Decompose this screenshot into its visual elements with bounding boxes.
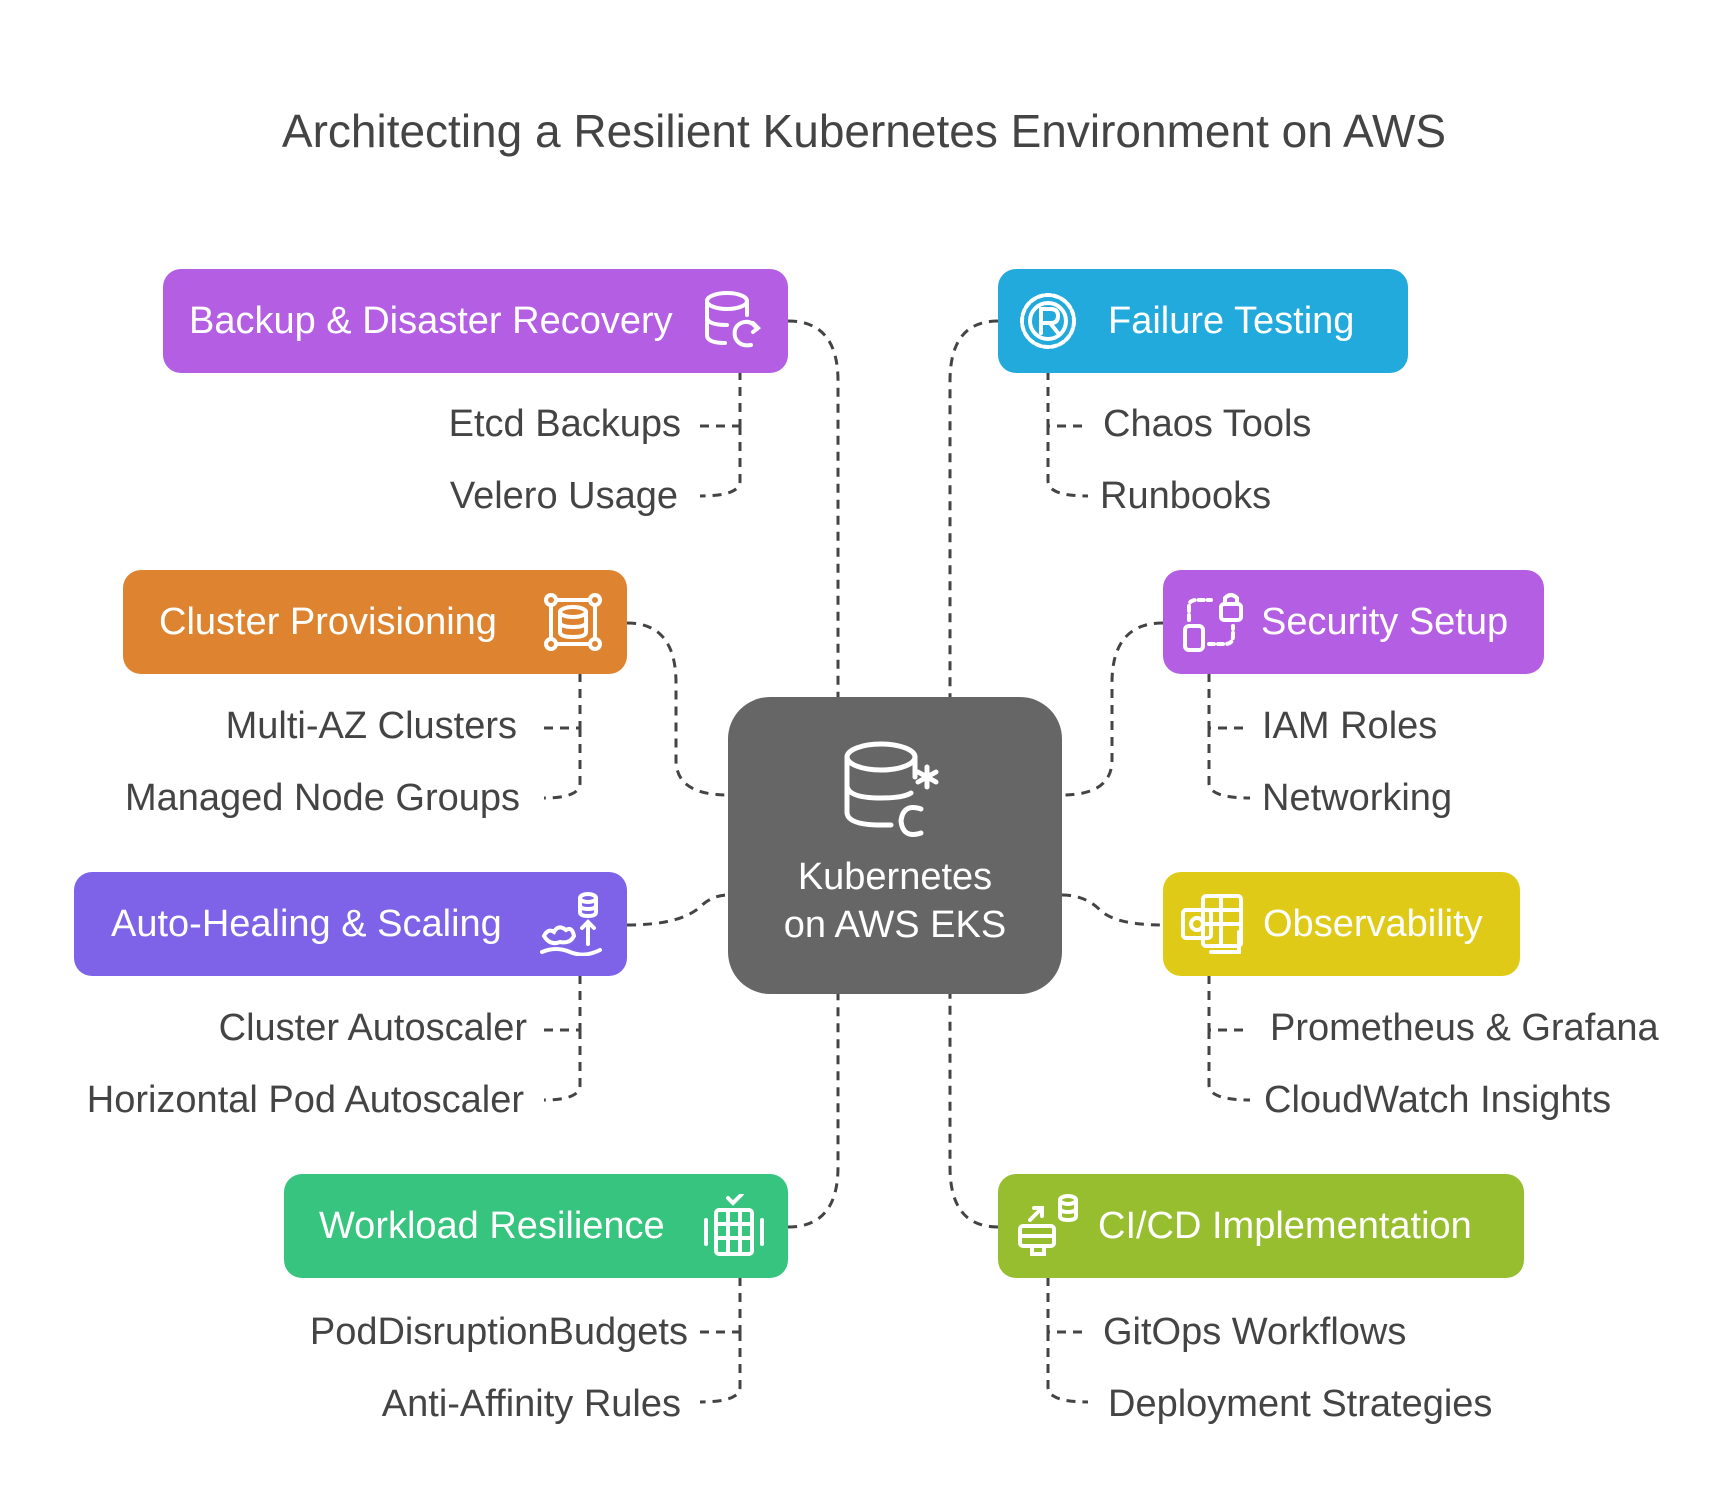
autoheal-item-1: Cluster Autoscaler	[218, 1007, 527, 1049]
cicd-implementation-node: CI/CD Implementation	[998, 1174, 1524, 1278]
backup-item-2: Velero Usage	[449, 475, 678, 517]
observability-item-2: CloudWatch Insights	[1264, 1079, 1612, 1121]
deploy-database-icon	[1016, 1194, 1080, 1258]
workload-label: Workload Resilience	[319, 1204, 665, 1247]
autoheal-item-2: Horizontal Pod Autoscaler	[86, 1079, 524, 1121]
badge-r-icon	[1016, 289, 1080, 353]
security-item-1: IAM Roles	[1262, 705, 1438, 747]
database-sync-icon	[701, 289, 765, 353]
network-nodes-icon	[541, 590, 605, 654]
cicd-label: CI/CD Implementation	[1098, 1204, 1472, 1247]
lock-transfer-icon	[1181, 590, 1245, 654]
backup-disaster-recovery-node: Backup & Disaster Recovery	[163, 269, 788, 373]
diagram-title: Architecting a Resilient Kubernetes Envi…	[281, 105, 1447, 157]
cluster-provisioning-node: Cluster Provisioning	[123, 570, 627, 674]
cicd-item-2: Deployment Strategies	[1108, 1383, 1493, 1425]
database-cluster-icon	[841, 737, 951, 842]
center-label: Kubernetes on AWS EKS	[728, 853, 1062, 949]
office-dashboard-icon	[1181, 892, 1245, 956]
cicd-item-1: GitOps Workflows	[1103, 1311, 1407, 1353]
backup-item-1: Etcd Backups	[448, 403, 681, 445]
failure-testing-node: Failure Testing	[998, 269, 1408, 373]
observability-item-1: Prometheus & Grafana	[1270, 1007, 1659, 1049]
workload-resilience-node: Workload Resilience	[284, 1174, 788, 1278]
observability-node: Observability	[1163, 872, 1520, 976]
observability-label: Observability	[1263, 902, 1483, 945]
center-line2: on AWS EKS	[783, 904, 1007, 946]
security-item-2: Networking	[1262, 777, 1453, 819]
security-setup-node: Security Setup	[1163, 570, 1544, 674]
failure-label: Failure Testing	[1108, 299, 1355, 342]
cluster-item-2: Managed Node Groups	[124, 777, 520, 819]
backup-label: Backup & Disaster Recovery	[189, 299, 673, 342]
failure-item-2: Runbooks	[1100, 475, 1272, 517]
scaling-database-icon	[540, 892, 604, 956]
cluster-label: Cluster Provisioning	[159, 600, 497, 643]
workload-item-2: Anti-Affinity Rules	[381, 1383, 681, 1425]
auto-healing-scaling-node: Auto-Healing & Scaling	[74, 872, 627, 976]
center-node: Kubernetes on AWS EKS	[728, 697, 1062, 994]
failure-item-1: Chaos Tools	[1103, 403, 1312, 445]
security-label: Security Setup	[1261, 600, 1509, 643]
autoheal-label: Auto-Healing & Scaling	[111, 902, 502, 945]
workload-item-1: PodDisruptionBudgets	[309, 1311, 688, 1353]
center-line1: Kubernetes	[797, 856, 993, 898]
server-check-icon	[702, 1194, 766, 1258]
cluster-item-1: Multi-AZ Clusters	[225, 705, 517, 747]
